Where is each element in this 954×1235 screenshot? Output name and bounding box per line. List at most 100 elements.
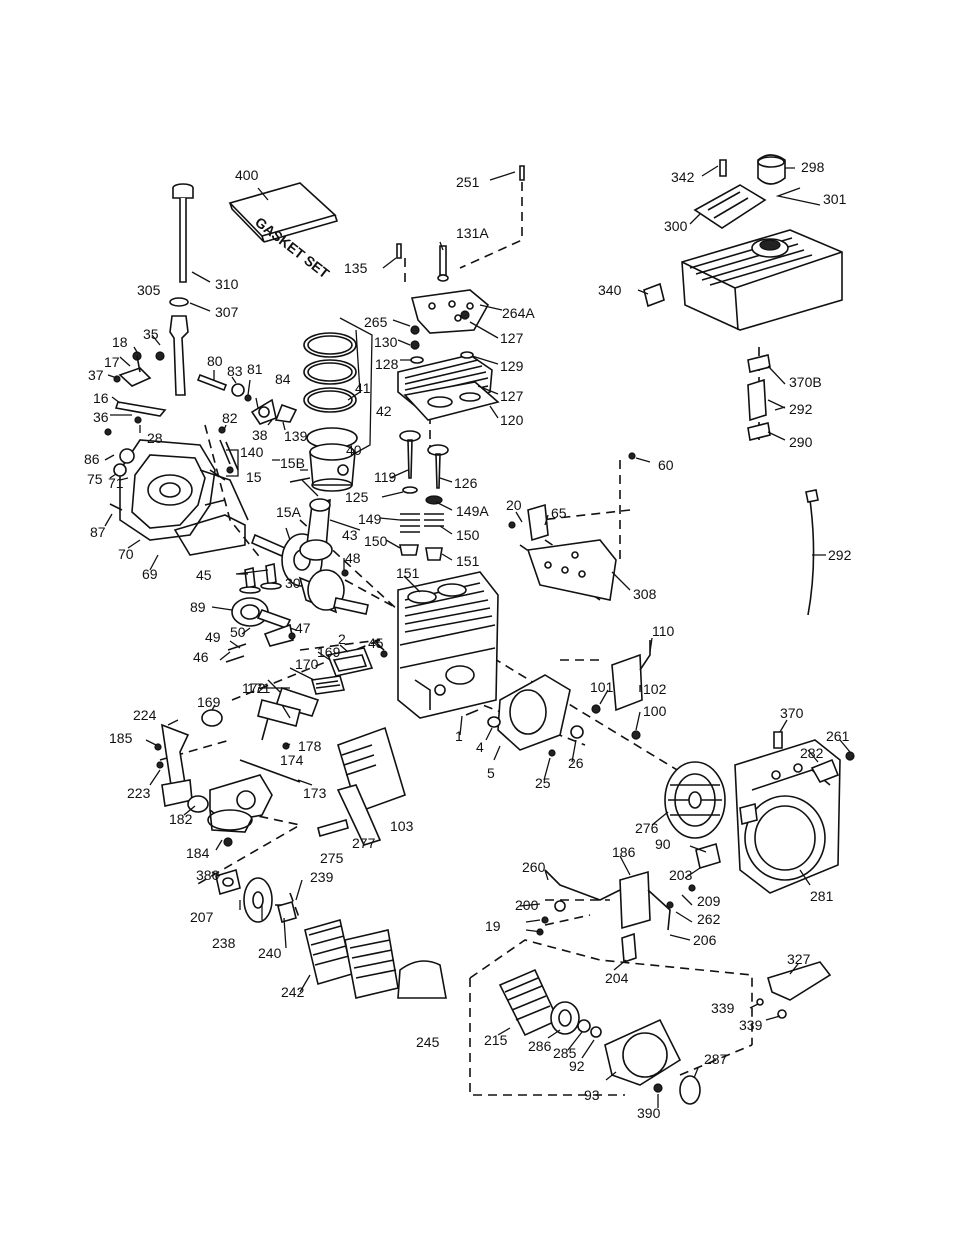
part-number-label: 50: [230, 624, 246, 640]
part-number-label: 170: [295, 656, 319, 672]
part-number-label: 370: [780, 705, 804, 721]
part-number-label: 150: [456, 527, 480, 543]
part-number-label: 261: [826, 728, 850, 744]
part-number-label: 128: [375, 356, 399, 372]
part-number-label: 45: [196, 567, 212, 583]
part-number-label: 120: [500, 412, 524, 428]
part-number-label: 224: [133, 707, 157, 723]
part-number-label: 340: [598, 282, 622, 298]
part-number-label: 119: [374, 469, 397, 485]
part-number-label: 16: [93, 390, 109, 406]
part-number-label: 41: [355, 380, 371, 396]
part-number-label: 287: [704, 1051, 728, 1067]
part-number-label: 15: [246, 469, 262, 485]
part-number-label: 20: [506, 497, 522, 513]
part-number-label: 203: [669, 867, 693, 883]
part-number-label: 215: [484, 1032, 508, 1048]
part-number-label: 82: [222, 410, 238, 426]
gasket-set: GASKET SET: [228, 182, 339, 282]
part-number-label: 149: [358, 511, 382, 527]
part-number-label: 308: [633, 586, 657, 602]
part-number-label: 60: [658, 457, 674, 473]
part-number-label: 178: [298, 738, 322, 754]
part-number-label: 171: [247, 680, 271, 696]
leader-lines: [104, 165, 851, 1108]
part-number-label: 135: [344, 260, 368, 276]
part-number-label: 80: [207, 353, 223, 369]
part-number-label: 127: [500, 388, 524, 404]
valves: [399, 430, 449, 561]
camshaft-parts: [225, 563, 296, 663]
part-number-label: 49: [205, 629, 221, 645]
part-number-label: 129: [500, 358, 524, 374]
part-number-label: 5: [487, 765, 495, 781]
part-number-label: 290: [789, 434, 813, 450]
part-number-label: 327: [787, 951, 811, 967]
part-number-label: 300: [664, 218, 688, 234]
part-number-label: 173: [303, 785, 327, 801]
part-number-label: 239: [310, 869, 334, 885]
part-number-label: 101: [590, 679, 614, 695]
part-number-label: 42: [376, 403, 392, 419]
part-number-label: 240: [258, 945, 282, 961]
part-number-label: 81: [247, 361, 263, 377]
part-number-label: 286: [528, 1038, 552, 1054]
part-number-label: 40: [346, 442, 362, 458]
part-number-label: 206: [693, 932, 717, 948]
part-number-label: 292: [789, 401, 813, 417]
part-number-label: 305: [137, 282, 161, 298]
part-number-label: 169: [197, 694, 221, 710]
part-number-label: 209: [697, 893, 721, 909]
governor-parts: [113, 351, 298, 474]
part-number-label: 390: [637, 1105, 661, 1121]
part-number-label: 36: [93, 409, 109, 425]
part-number-label: 242: [281, 984, 305, 1000]
part-number-label: 151: [396, 565, 420, 581]
part-number-label: 264A: [502, 305, 535, 321]
part-number-label: 186: [612, 844, 636, 860]
part-number-label: 172: [242, 680, 266, 696]
part-number-label: 151: [456, 553, 480, 569]
part-number-label: 17: [104, 354, 120, 370]
starter-parts: [498, 961, 832, 1105]
part-number-label: 207: [190, 909, 214, 925]
part-number-label: 149A: [456, 503, 489, 519]
part-number-label: 310: [215, 276, 239, 292]
cylinder-head: [396, 165, 525, 421]
misc-parts: [465, 452, 819, 757]
part-number-label: 84: [275, 371, 291, 387]
part-number-label: 87: [90, 524, 106, 540]
part-number-label: 169: [317, 644, 341, 660]
part-number-label: 282: [800, 745, 824, 761]
part-number-label: 223: [127, 785, 151, 801]
piston-assembly: [289, 317, 373, 492]
fuel-tank: [643, 154, 843, 441]
part-number-label: 200: [515, 897, 539, 913]
part-number-label: 48: [345, 550, 361, 566]
part-number-label: 89: [190, 599, 206, 615]
part-number-label: 307: [215, 304, 239, 320]
part-number-label: 69: [142, 566, 158, 582]
part-number-label: 281: [810, 888, 834, 904]
part-number-label: 339: [711, 1000, 735, 1016]
intake-parts: [154, 647, 374, 896]
part-number-label: 400: [235, 167, 259, 183]
ignition-parts: [536, 640, 696, 964]
part-number-label: 65: [551, 505, 567, 521]
part-number-label: 130: [374, 334, 398, 350]
part-number-label: 380: [196, 867, 220, 883]
part-number-label: 15A: [276, 504, 302, 520]
muffler: [317, 726, 406, 846]
part-number-label: 298: [801, 159, 825, 175]
part-number-label: 265: [364, 314, 388, 330]
part-number-label: 204: [605, 970, 629, 986]
part-number-label: 28: [147, 430, 163, 446]
part-number-label: 276: [635, 820, 659, 836]
part-number-label: 275: [320, 850, 344, 866]
part-number-label: 45: [368, 635, 384, 651]
part-number-label: 262: [697, 911, 721, 927]
part-number-label: 26: [568, 755, 584, 771]
part-number-label: 125: [345, 489, 369, 505]
part-number-label: 131A: [456, 225, 489, 241]
